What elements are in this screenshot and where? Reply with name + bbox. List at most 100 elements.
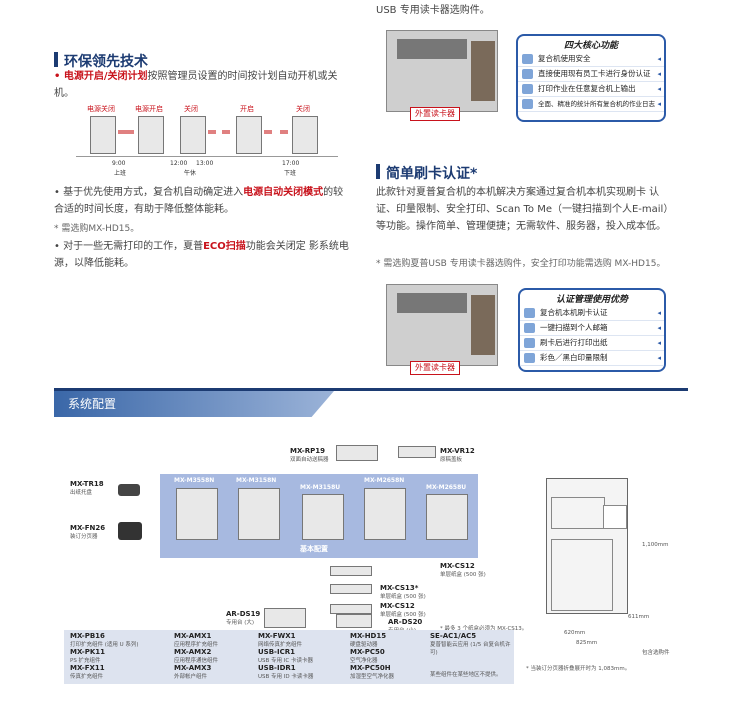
tray-image xyxy=(118,484,140,496)
core-item: 全面、精准的统计所有复合机的作业日志 xyxy=(518,97,664,112)
model-label: MX-M3158U xyxy=(300,484,341,491)
dim-tray: 611mm xyxy=(628,614,650,620)
time-label: 13:00 xyxy=(196,160,214,167)
copier-image xyxy=(176,488,218,540)
cs13-note: * 最多 3 个纸盒必须为 MX-CS13。 xyxy=(440,626,528,632)
timeline-axis xyxy=(76,156,338,157)
copier-body xyxy=(551,497,605,529)
advantages-box: 认证管理使用优势 复合机本机刷卡认证 一键扫描到个人邮箱 刷卡后进行打印出纸 彩… xyxy=(518,288,666,372)
adv-item: 复合机本机刷卡认证 xyxy=(520,306,664,321)
tray-image xyxy=(330,604,372,614)
part-mx-cs13: MX-CS13*单层纸盒 (500 张) xyxy=(380,584,426,600)
core-item: 打印作业在任意复合机上输出 xyxy=(518,82,664,97)
options-table xyxy=(64,630,514,684)
stand-image xyxy=(264,608,306,628)
card-reader-stand xyxy=(471,295,495,355)
arrow xyxy=(118,130,134,134)
power-label: 关闭 xyxy=(184,105,198,113)
adv-item: 一键扫描到个人邮箱 xyxy=(520,321,664,336)
time-label: 9:00 xyxy=(112,160,126,167)
copier-image xyxy=(292,116,318,154)
time-word: 下班 xyxy=(284,170,297,177)
section-bar xyxy=(376,164,380,179)
finisher xyxy=(603,505,627,529)
dim-height: 1,100mm xyxy=(642,542,669,548)
adv-item: 刷卡后进行打印出纸 xyxy=(520,336,664,351)
dim-depth: 620mm xyxy=(564,630,586,636)
power-label: 开启 xyxy=(240,105,254,113)
power-schedule-diagram: 电源关闭 电源开启 关闭 开启 关闭 9:00 12:00 13:00 17:0… xyxy=(76,100,346,180)
base-label: 基本配置 xyxy=(300,545,328,553)
time-word: 上班 xyxy=(114,170,127,177)
system-header: 系统配置 xyxy=(54,391,334,417)
copier-image xyxy=(138,116,164,154)
card-body: 此款针对夏普复合机的本机解决方案通过复合机本机实现刷卡 认证、印量限制、安全打印… xyxy=(376,187,669,232)
model-label: MX-M2658N xyxy=(364,477,405,484)
base-models-panel: MX-M3558N MX-M3158N MX-M3158U MX-M2658N … xyxy=(160,474,478,558)
time-label: 17:00 xyxy=(282,160,300,167)
copier-image xyxy=(180,116,206,154)
scanner-lid xyxy=(397,39,467,59)
finisher-image xyxy=(118,522,142,540)
core-item: 直接使用现有员工卡进行身份认证 xyxy=(518,67,664,82)
dim-caption: 包含选购件 xyxy=(642,650,670,656)
part-image xyxy=(398,446,436,458)
core-functions-box: 四大核心功能 复合机使用安全 直接使用现有员工卡进行身份认证 打印作业在任意复合… xyxy=(516,34,666,122)
copier-image xyxy=(302,494,344,540)
copier-image xyxy=(364,488,406,540)
copier-image xyxy=(426,494,468,540)
scanner-lid xyxy=(397,293,467,313)
card-reader-stand xyxy=(471,41,495,101)
time-label: 12:00 xyxy=(170,160,188,167)
copier-image xyxy=(90,116,116,154)
card-note: * 需选购夏普USB 专用读卡器选购件，安全打印功能需选购 MX-HD15。 xyxy=(376,259,666,269)
model-label: MX-M3158N xyxy=(236,477,277,484)
copier-image xyxy=(236,116,262,154)
core-item: 复合机使用安全 xyxy=(518,52,664,67)
top-text: USB 专用读卡器选购件。 xyxy=(376,5,490,16)
reader-tag: 外置读卡器 xyxy=(410,361,460,375)
dimension-drawing xyxy=(546,478,628,614)
copier-image xyxy=(386,30,498,112)
system-header-label: 系统配置 xyxy=(68,397,117,411)
arrow xyxy=(208,130,230,134)
eco-bullet-2: • 基于优先使用方式，复合机自动确定进入电源自动关闭模式的较合适的时间长度，有助… xyxy=(54,187,344,215)
paper-drawers xyxy=(551,539,613,611)
part-image xyxy=(336,445,378,461)
model-label: MX-M2658U xyxy=(426,484,467,491)
stand-image xyxy=(336,614,372,628)
copier-image xyxy=(238,488,280,540)
model-label: MX-M3558N xyxy=(174,477,215,484)
tray-image xyxy=(330,584,372,594)
power-label: 电源开启 xyxy=(135,105,163,113)
reader-tag: 外置读卡器 xyxy=(410,107,460,121)
core-title: 四大核心功能 xyxy=(563,41,618,51)
adv-item: 彩色／黑白印量限制 xyxy=(520,351,664,366)
card-title: 简单刷卡认证* xyxy=(386,166,478,182)
dim-width: 825mm xyxy=(576,640,598,646)
eco-bullet-1: • 电源开启/关闭计划按照管理员设置的时间按计划自动开机或关机。 xyxy=(54,71,338,99)
eco-bullet-3: • 对于一些无需打印的工作，夏普ECO扫描功能会关闭定 影系统电源，以降低能耗。 xyxy=(54,241,349,269)
eco-note: * 需选购MX-HD15。 xyxy=(54,224,140,234)
adv-title: 认证管理使用优势 xyxy=(555,295,628,305)
power-label: 电源关闭 xyxy=(87,105,115,113)
section-bar xyxy=(54,52,58,67)
tray-image xyxy=(330,566,372,576)
eco-title: 环保领先技术 xyxy=(64,54,148,70)
arrow xyxy=(264,130,288,134)
time-word: 午休 xyxy=(184,170,197,177)
power-label: 关闭 xyxy=(296,105,310,113)
dim-note: * 当装订分页器折叠展开时为 1,083mm。 xyxy=(526,666,631,672)
